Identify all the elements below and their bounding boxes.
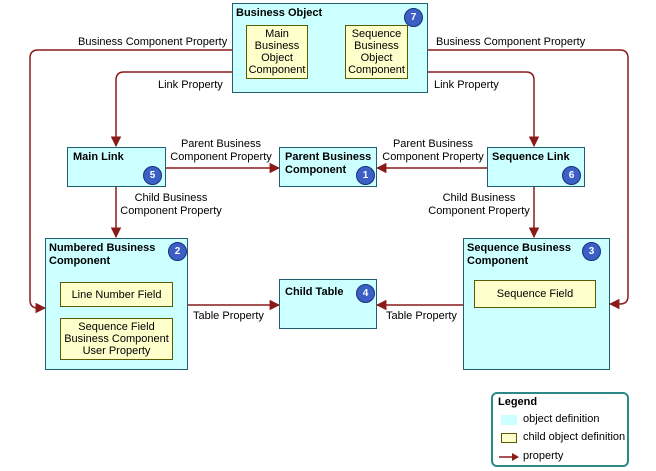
sequence-link-box: Sequence Link 6: [487, 147, 585, 187]
legend-swatch-object: [501, 415, 517, 425]
badge-2: 2: [168, 242, 187, 261]
sequence-field: Sequence Field: [474, 280, 596, 308]
label-link-property-left: Link Property: [158, 79, 223, 91]
main-link-title: Main Link: [73, 151, 124, 163]
arrow-link-property-right: [408, 71, 540, 148]
badge-3: 3: [582, 242, 601, 261]
business-object-title: Business Object: [236, 7, 323, 19]
legend-child-object-definition: child object definition: [523, 431, 626, 443]
arrow-link-property-left: [110, 71, 246, 148]
legend-property: property: [523, 450, 564, 462]
badge-5: 5: [143, 166, 162, 185]
badge-4: 4: [356, 284, 375, 303]
numbered-bc-title: Numbered Business Component: [49, 242, 156, 267]
child-table-title: Child Table: [285, 286, 344, 298]
legend-title: Legend: [498, 396, 538, 408]
legend-swatch-child: [501, 433, 517, 443]
legend: Legend object definition child object de…: [491, 392, 629, 467]
line-number-field: Line Number Field: [60, 282, 173, 307]
label-bc-property-right: Business Component Property: [436, 36, 586, 48]
parent-bc-box: Parent Business Component 1: [279, 147, 377, 187]
child-table-box: Child Table 4: [279, 279, 377, 329]
legend-property-arrow-icon: [499, 453, 519, 461]
badge-7: 7: [404, 8, 423, 27]
arrow-bc-property-left: [29, 49, 232, 314]
label-table-right: Table Property: [386, 310, 457, 322]
legend-object-definition: object definition: [523, 413, 600, 425]
label-child-bc-right: Child Business Component Property: [428, 192, 530, 217]
label-table-left: Table Property: [193, 310, 264, 322]
badge-6: 6: [562, 166, 581, 185]
main-link-box: Main Link 5: [67, 147, 166, 187]
parent-bc-title: Parent Business Component: [285, 151, 372, 176]
main-bo-component: Main Business Object Component: [246, 25, 308, 79]
badge-1: 1: [356, 166, 375, 185]
sequence-link-title: Sequence Link: [492, 151, 570, 163]
sequence-bc-title: Sequence Business Component: [467, 242, 571, 267]
label-child-bc-left: Child Business Component Property: [120, 192, 222, 217]
sequence-bo-component: Sequence Business Object Component: [345, 25, 408, 79]
label-bc-property-left: Business Component Property: [78, 36, 228, 48]
label-parent-bc-right: Parent Business Component Property: [382, 138, 484, 163]
arrow-bc-property-right: [428, 49, 629, 310]
sequence-field-user-property: Sequence Field Business Component User P…: [60, 318, 173, 360]
label-link-property-right: Link Property: [434, 79, 499, 91]
label-parent-bc-left: Parent Business Component Property: [170, 138, 272, 163]
